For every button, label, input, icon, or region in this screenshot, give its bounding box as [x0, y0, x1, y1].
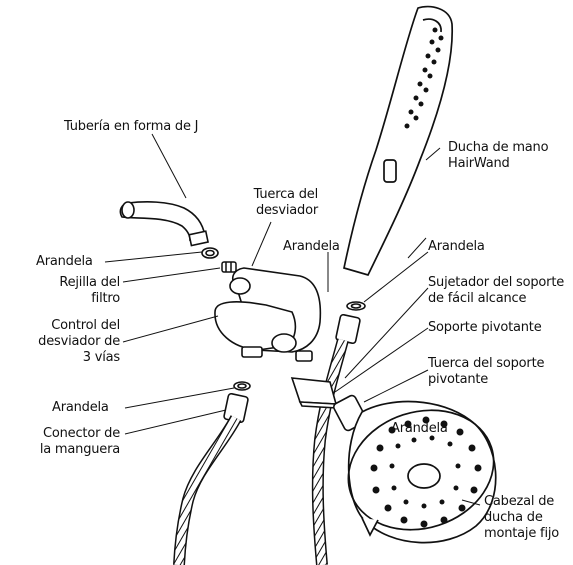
j-pipe-part	[120, 202, 208, 246]
label-pivot-bracket: Soporte pivotante	[428, 320, 542, 336]
handshower-part	[344, 7, 452, 275]
label-washer-right: Arandela	[428, 239, 485, 255]
label-washer-mid: Arandela	[283, 239, 340, 255]
label-pivot-nut: Tuerca del soporte pivotante	[428, 356, 544, 388]
label-washer-bottom: Arandela	[52, 400, 109, 416]
washer-part-right	[336, 302, 365, 344]
label-handshower: Ducha de mano HairWand	[448, 140, 548, 172]
label-fixed-showerhead: Cabezal de ducha de montaje fijo	[484, 494, 559, 542]
label-washer-showerhead: Arandela	[391, 421, 448, 437]
label-j-pipe: Tubería en forma de J	[64, 119, 198, 135]
label-filter-screen: Rejilla del filtro	[40, 275, 120, 307]
filter-screen-part	[222, 262, 236, 272]
three-way-diverter-part	[215, 268, 320, 361]
label-diverter-nut: Tuerca del desviador	[228, 187, 318, 219]
label-diverter-control: Control del desviador de 3 vías	[14, 318, 120, 366]
label-washer-top-left: Arandela	[36, 254, 93, 270]
label-easy-reach-bracket: Sujetador del soporte de fácil alcance	[428, 275, 564, 307]
label-hose-connector: Conector de la manguera	[14, 426, 120, 458]
